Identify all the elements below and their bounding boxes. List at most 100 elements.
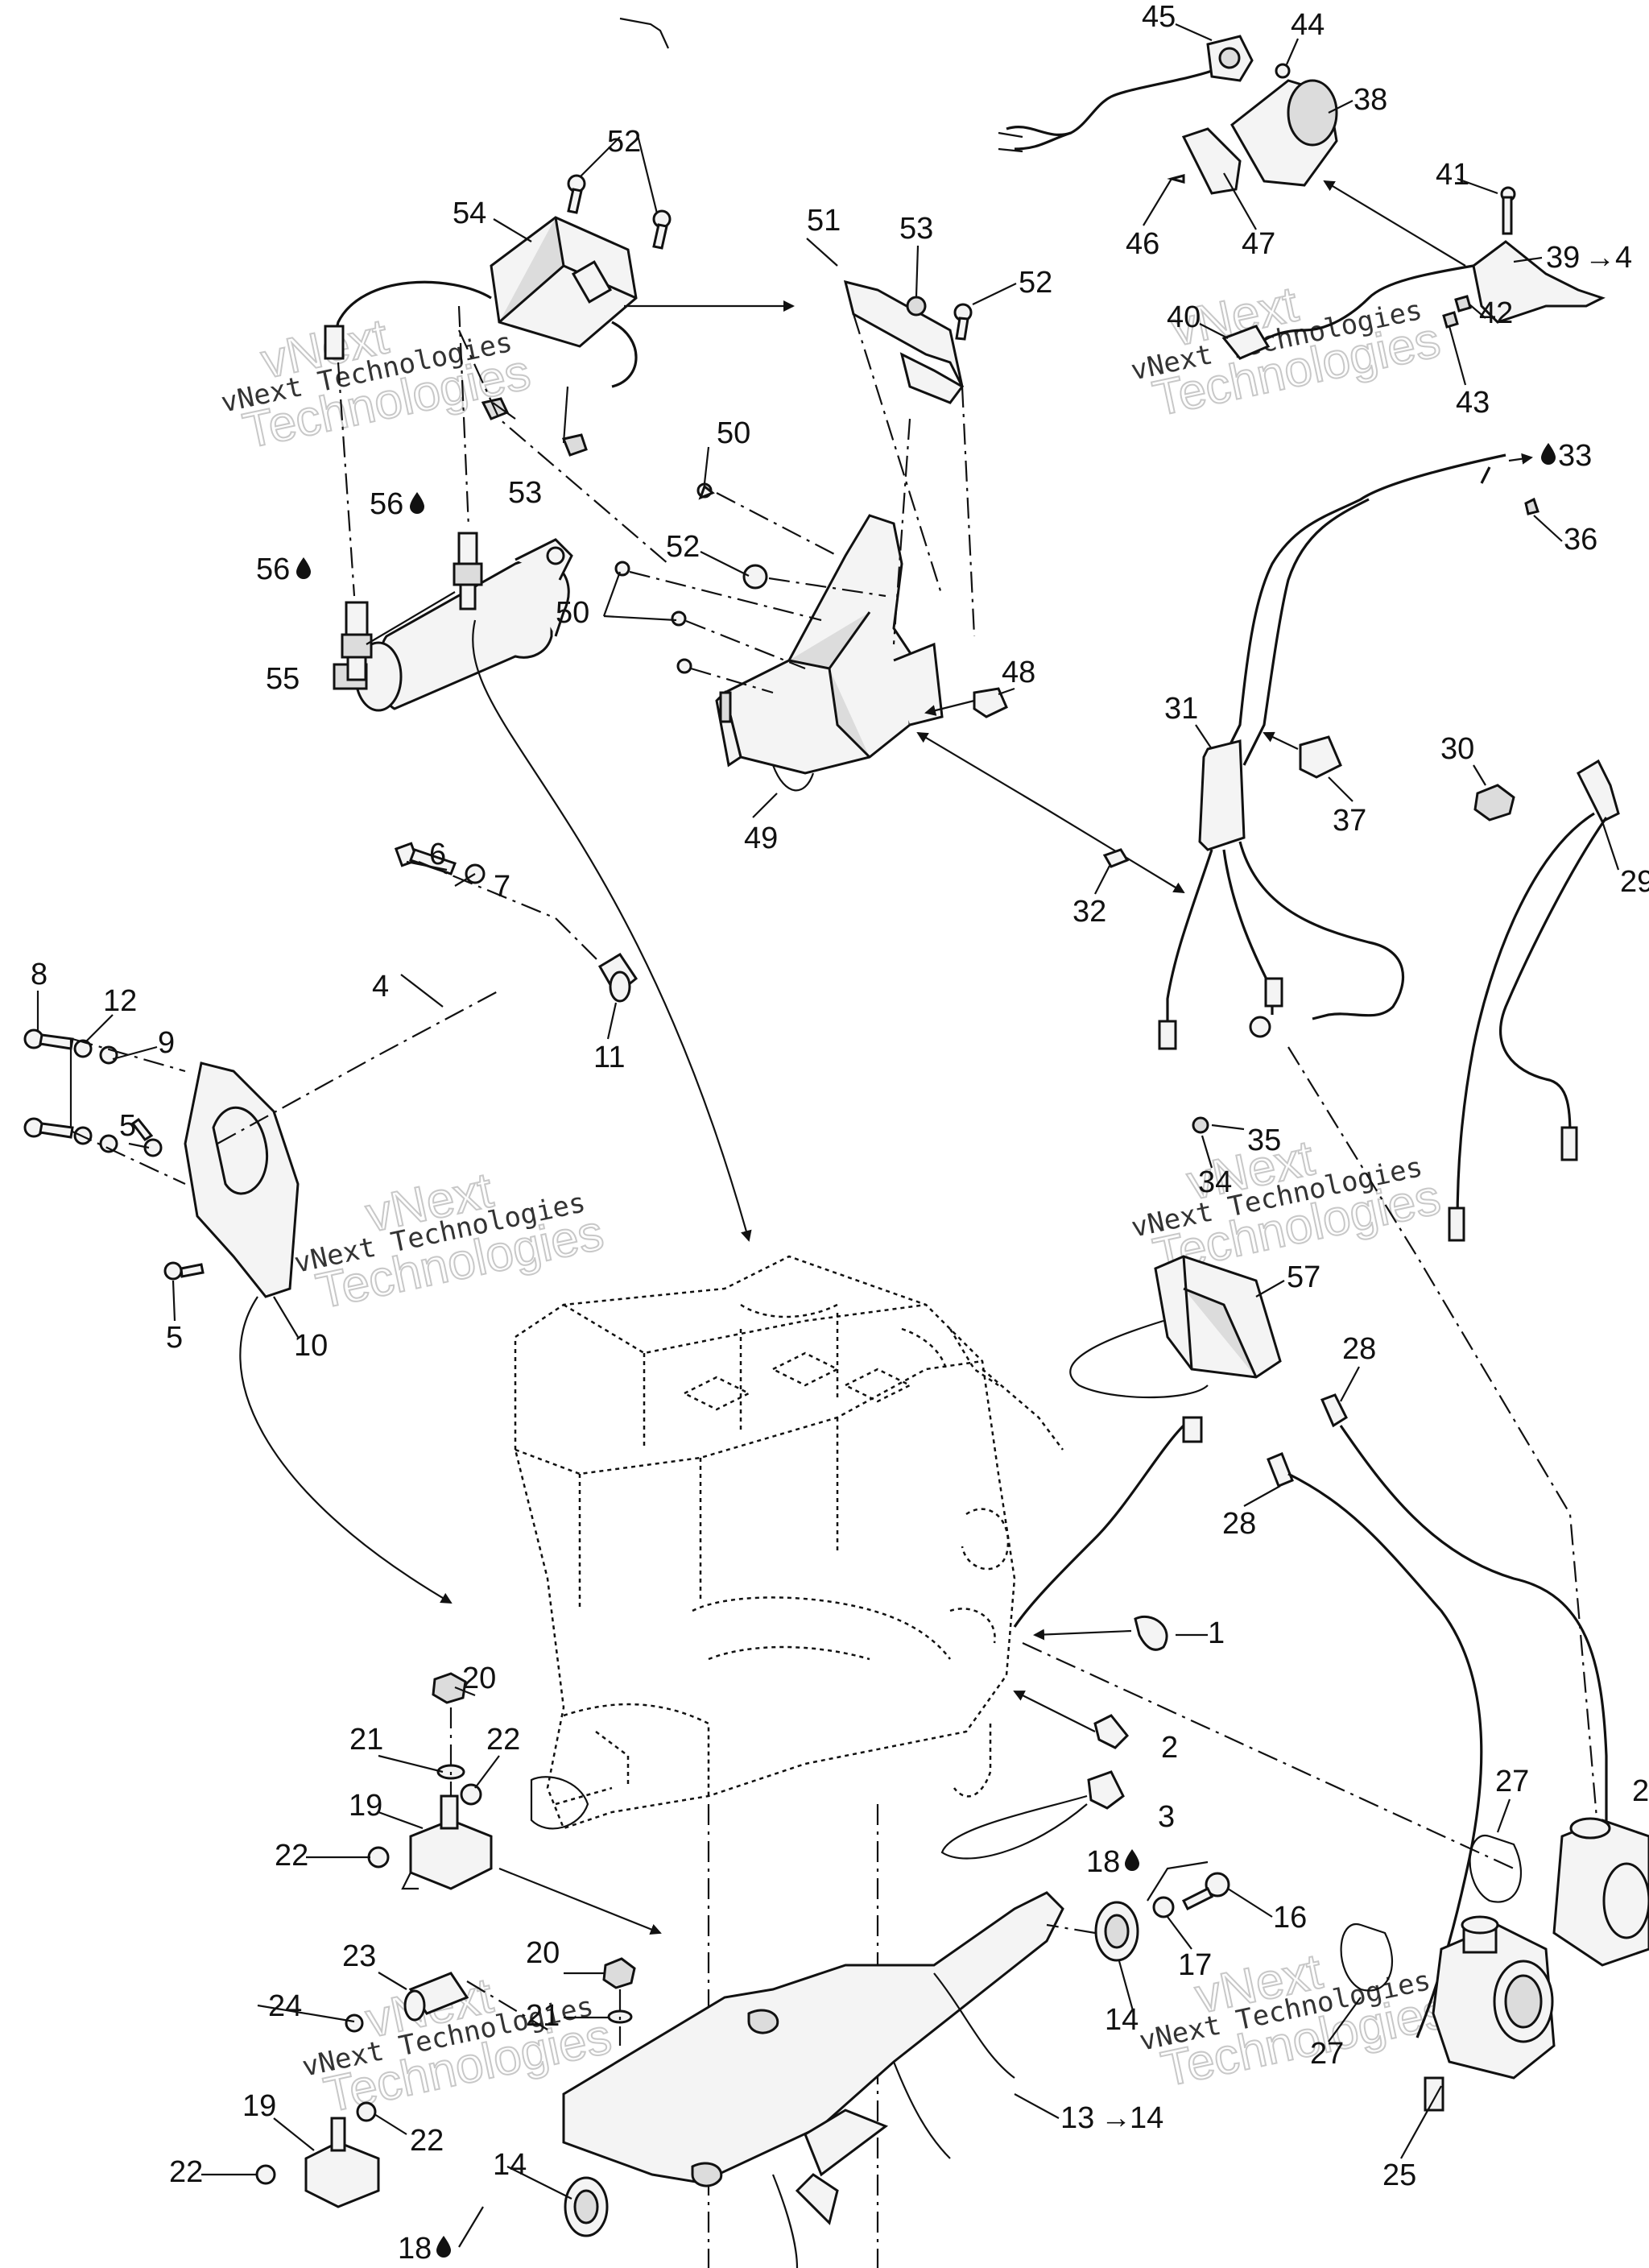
- bolt-22-upper-right: [460, 1783, 482, 1806]
- rubber-mount-19-lower: [304, 2117, 380, 2208]
- svg-text:39: 39: [1546, 241, 1580, 275]
- cable-fitting-b: [1560, 1126, 1578, 1161]
- watermark-top-left: vNext vNext Technologies Technologies: [218, 308, 535, 460]
- callout-17: 17: [1178, 1948, 1212, 1982]
- callout-53-left: 53: [508, 476, 542, 510]
- bolt-50-a: [696, 482, 715, 500]
- bolt-16: [1181, 1872, 1230, 1911]
- callout-30: 30: [1440, 732, 1474, 766]
- coil-lead-boot: [324, 325, 345, 360]
- bolt-8-upper: [23, 1028, 74, 1050]
- callout-53-top: 53: [899, 212, 933, 246]
- drop-icon: [1125, 1849, 1139, 1871]
- callout-52-top: 52: [607, 125, 641, 159]
- bracket-51: [843, 279, 964, 387]
- callout-3: 3: [1158, 1800, 1175, 1834]
- callout-16: 16: [1273, 1901, 1307, 1935]
- callout-44: 44: [1291, 8, 1325, 42]
- callout-10: 10: [294, 1329, 328, 1363]
- clip-32: [1102, 848, 1130, 868]
- callout-35: 35: [1247, 1124, 1281, 1157]
- nut-20-upper: [432, 1672, 467, 1704]
- callout-7: 7: [494, 870, 510, 904]
- drop-icon: [296, 557, 311, 579]
- callout-27-upper: 27: [1495, 1765, 1529, 1798]
- washer-17: [1152, 1896, 1175, 1918]
- callout-43: 43: [1456, 386, 1490, 420]
- callout-8: 8: [31, 958, 48, 991]
- screw-46: [1167, 174, 1185, 184]
- callout-19-lower: 19: [242, 2089, 276, 2123]
- callout-5-upper: 5: [119, 1109, 136, 1143]
- washer-9-lower: [99, 1134, 118, 1153]
- callout-22-b: 22: [486, 1723, 520, 1757]
- connector-45: [1206, 35, 1254, 82]
- callout-25: 25: [1382, 2158, 1416, 2192]
- spacer-11: [597, 952, 639, 1003]
- callout-19-bottom: 19: [399, 2265, 432, 2268]
- callout-36: 36: [1564, 523, 1597, 557]
- connector-40: [1221, 325, 1271, 360]
- washer-24: [345, 2013, 364, 2033]
- cable-end-29: [1577, 759, 1620, 824]
- starter-motor: [333, 538, 573, 712]
- callout-22-d: 22: [410, 2124, 444, 2158]
- callout-28-upper: 28: [1342, 1332, 1376, 1366]
- bolt-5-lower: [163, 1261, 205, 1281]
- callout-21-lower: 21: [526, 1999, 560, 2033]
- drop-icon: [1541, 443, 1556, 465]
- nut-52-d: [742, 564, 768, 590]
- callout-22-a: 22: [275, 1839, 308, 1873]
- clamp-27-upper: [1469, 1835, 1522, 1903]
- nut-53-b: [561, 433, 588, 457]
- callout-29: 29: [1620, 865, 1649, 899]
- svg-text:14: 14: [1130, 2101, 1163, 2135]
- nut-43: [1442, 311, 1459, 329]
- oring-34: [1192, 1116, 1209, 1134]
- callout-39-to-4: 39 → 4: [1546, 241, 1632, 275]
- nut-36: [1524, 497, 1539, 515]
- callout-9: 9: [158, 1026, 175, 1060]
- callout-56-left: 56: [256, 553, 311, 586]
- callout-20-lower: 20: [526, 1936, 560, 1970]
- clamp-27-lower: [1340, 1923, 1393, 1992]
- drop-icon: [436, 2236, 451, 2258]
- damper-14-right: [1094, 1901, 1139, 1962]
- washer-12-upper: [73, 1039, 93, 1058]
- starter-bracket: [184, 1062, 300, 1298]
- fitting-28-lower: [1267, 1452, 1294, 1488]
- gasket-47: [1181, 127, 1242, 195]
- callout-37: 37: [1333, 804, 1366, 838]
- throttle-lever-39: [1472, 240, 1606, 324]
- callout-19-upper: 19: [349, 1789, 382, 1823]
- screw-44: [1275, 63, 1291, 79]
- connector-37: [1299, 735, 1342, 779]
- bracket-group: [457, 279, 1185, 894]
- svg-text:56: 56: [256, 553, 290, 586]
- callout-38: 38: [1354, 83, 1387, 117]
- svg-text:→: →: [1585, 241, 1615, 275]
- callout-54: 54: [453, 197, 486, 230]
- nut-20-lower: [602, 1957, 636, 1989]
- bolt-50-b: [614, 561, 630, 577]
- spark-plug-56: [453, 532, 483, 610]
- bolt-22-upper-left: [367, 1846, 390, 1869]
- callout-47: 47: [1242, 227, 1275, 261]
- washer-42: [1454, 295, 1472, 312]
- callout-14-right: 14: [1105, 2003, 1139, 2037]
- junction-31: [1198, 739, 1246, 851]
- callout-45: 45: [1142, 0, 1176, 34]
- carburetor-26: [1552, 1817, 1649, 1967]
- callout-2: 2: [1161, 1731, 1178, 1765]
- pin-41: [1500, 186, 1516, 235]
- callout-46: 46: [1126, 227, 1159, 261]
- callout-5-lower: 5: [166, 1321, 183, 1355]
- callout-32: 32: [1072, 895, 1106, 929]
- callout-12: 12: [103, 984, 137, 1018]
- callout-28-lower: 28: [1222, 1507, 1256, 1541]
- callout-52-right: 52: [1019, 266, 1052, 300]
- callout-23: 23: [342, 1939, 376, 1973]
- engine-support-frame: [562, 1891, 1064, 2184]
- callout-52-mid: 52: [666, 530, 700, 564]
- callout-49: 49: [744, 822, 778, 855]
